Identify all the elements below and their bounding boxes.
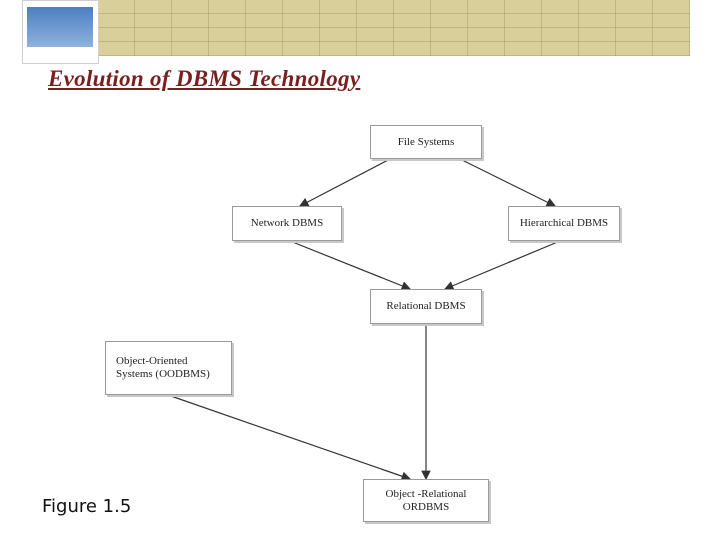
edge-file-to-hierarchical bbox=[459, 158, 557, 207]
node-hierarchical-dbms-label: Hierarchical DBMS bbox=[519, 217, 609, 229]
figure-caption: Figure 1.5 bbox=[42, 496, 132, 517]
edge-hierarchical-to-relational bbox=[443, 240, 561, 291]
logo-sky-image bbox=[27, 7, 93, 47]
node-network-dbms-label: Network DBMS bbox=[250, 217, 324, 229]
node-network-dbms: Network DBMS bbox=[232, 206, 342, 241]
node-hierarchical-dbms: Hierarchical DBMS bbox=[508, 206, 620, 241]
node-oodbms: Object-Oriented Systems (OODBMS) bbox=[105, 341, 232, 395]
edge-network-to-relational bbox=[289, 240, 412, 291]
node-ordbms: Object -Relational ORDBMS bbox=[363, 479, 489, 522]
node-relational-dbms-label: Relational DBMS bbox=[386, 300, 466, 312]
edge-oodbms-to-ordbms bbox=[167, 394, 412, 481]
node-oodbms-label: Object-Oriented Systems (OODBMS) bbox=[116, 355, 210, 380]
node-file-systems-label: File Systems bbox=[397, 135, 455, 148]
header-banner-map bbox=[97, 0, 690, 56]
university-logo bbox=[22, 0, 99, 64]
edge-file-to-network bbox=[298, 158, 391, 207]
node-file-systems: File Systems bbox=[370, 125, 482, 159]
node-ordbms-label: Object -Relational ORDBMS bbox=[385, 487, 467, 513]
slide-title: Evolution of DBMS Technology bbox=[48, 66, 361, 91]
node-relational-dbms: Relational DBMS bbox=[370, 289, 482, 324]
